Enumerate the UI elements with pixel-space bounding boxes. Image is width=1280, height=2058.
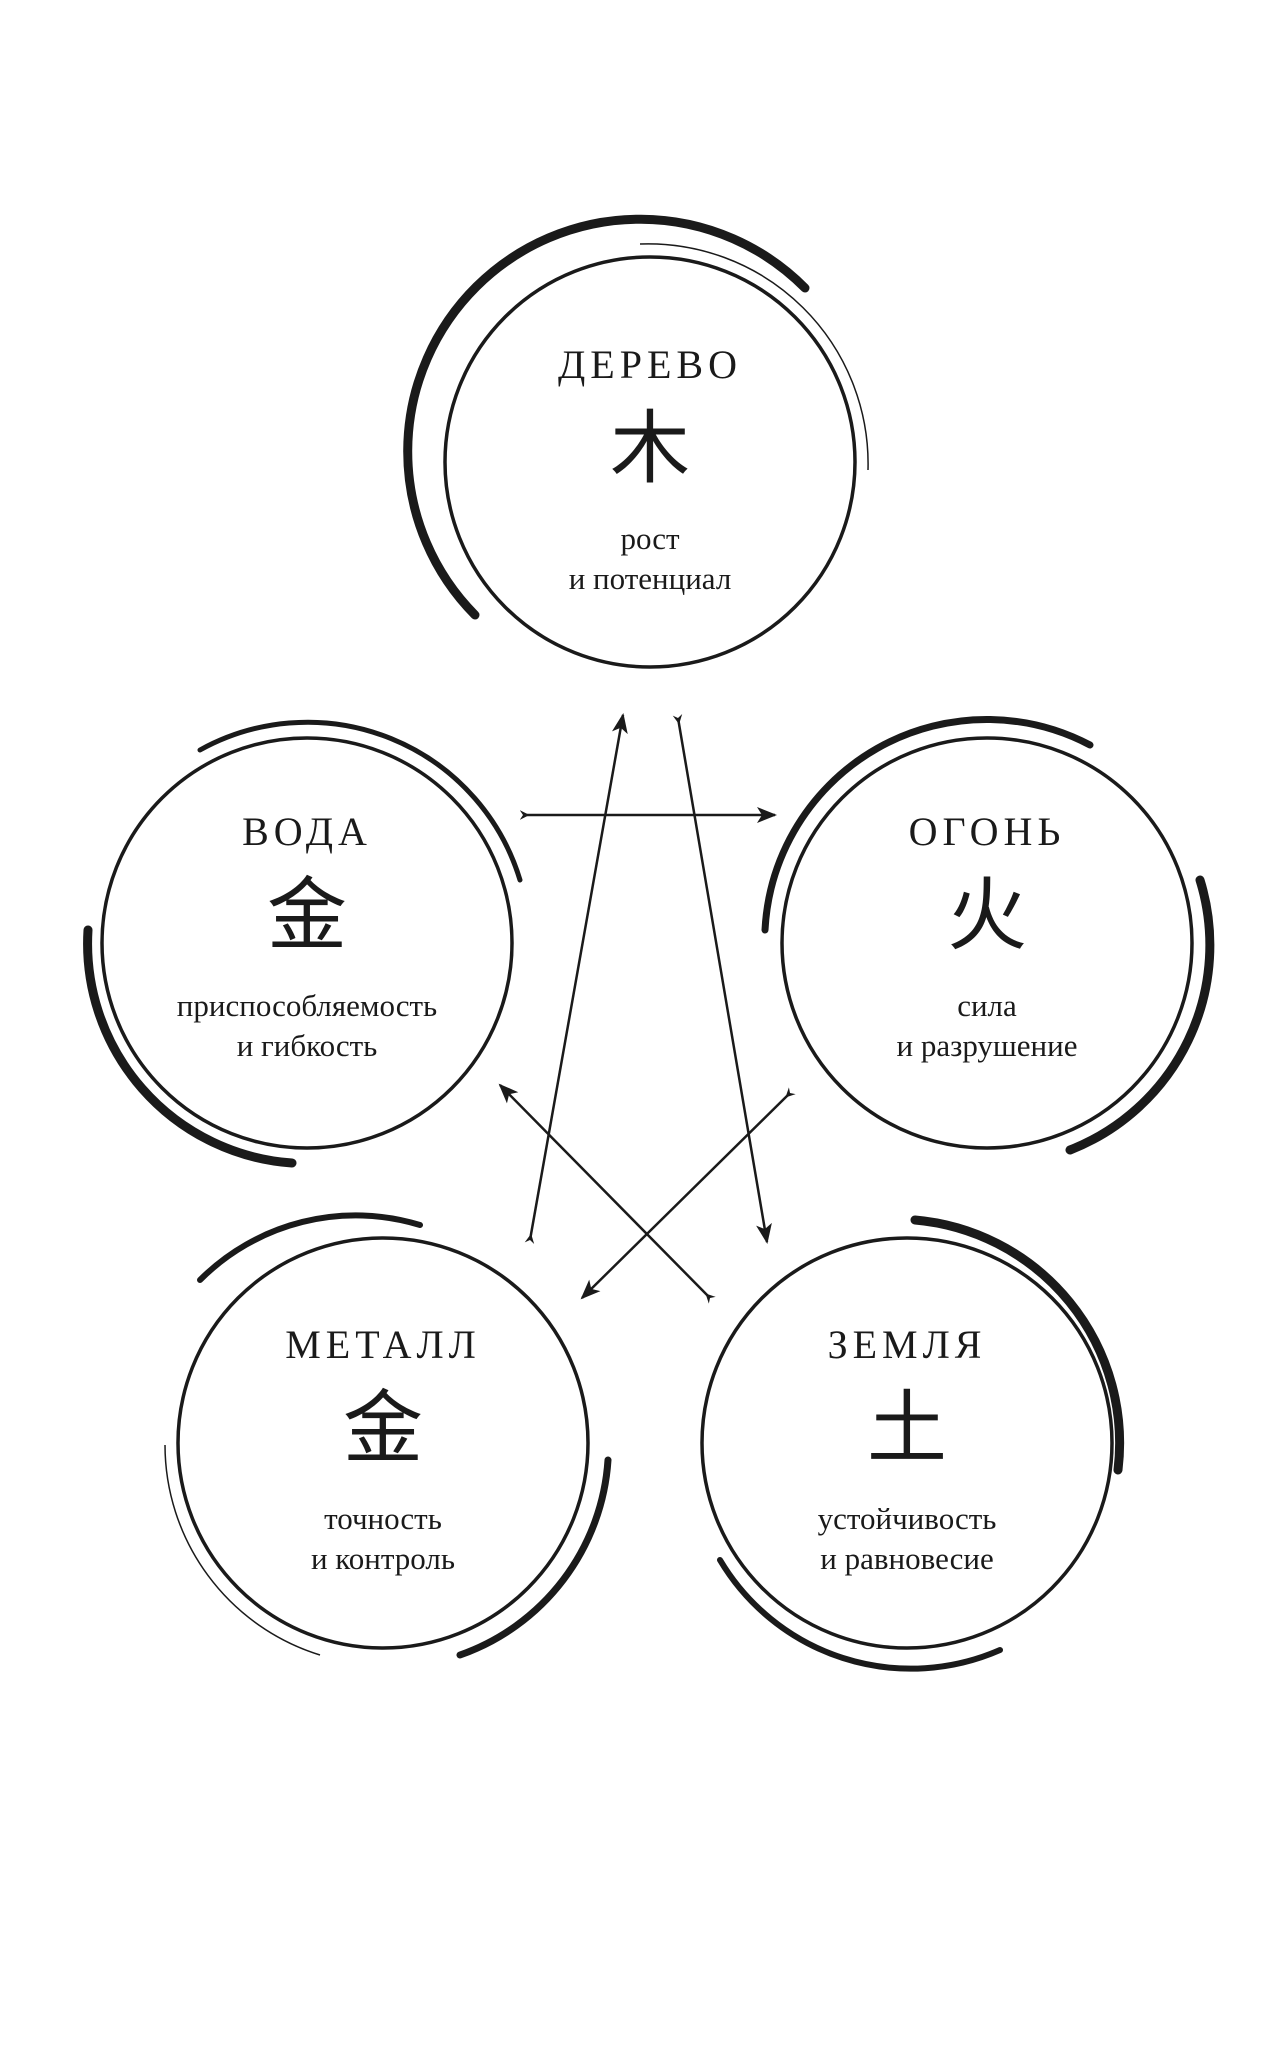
- water-name: ВОДА: [242, 809, 372, 854]
- earth-desc-line1: устойчивость: [817, 1501, 997, 1536]
- water-desc-line1: приспособляемость: [176, 988, 438, 1023]
- fire-desc-line2: и разрушение: [896, 1028, 1078, 1063]
- metal-description: точность и контроль: [183, 1499, 583, 1579]
- wood-desc-line2: и потенциал: [568, 561, 732, 596]
- fire-circle: [761, 716, 1215, 1155]
- metal-circle: [164, 1212, 612, 1659]
- arrow-fire-to-metal: [580, 1087, 796, 1300]
- metal-desc-line2: и контроль: [310, 1541, 456, 1576]
- water-glyph: 金: [267, 869, 347, 962]
- fire-element: ОГОНЬ 火 сила и разрушение: [787, 812, 1187, 1066]
- earth-circle: [700, 1215, 1125, 1672]
- wood-desc-line1: рост: [620, 521, 680, 556]
- fire-description: сила и разрушение: [787, 986, 1187, 1066]
- wood-name: ДЕРЕВО: [558, 342, 742, 387]
- earth-desc-line2: и равновесие: [820, 1541, 994, 1576]
- earth-element: ЗЕМЛЯ 土 устойчивость и равновесие: [707, 1325, 1107, 1579]
- fire-name: ОГОНЬ: [908, 809, 1066, 854]
- wood-description: рост и потенциал: [450, 519, 850, 599]
- fire-desc-line1: сила: [957, 988, 1017, 1023]
- wood-glyph: 木: [610, 402, 690, 495]
- arrow-earth-to-water: [498, 1083, 716, 1304]
- metal-name: МЕТАЛЛ: [285, 1322, 481, 1367]
- wood-circle: [403, 214, 869, 669]
- metal-glyph: 金: [343, 1382, 423, 1475]
- metal-desc-line1: точность: [324, 1501, 442, 1536]
- water-desc-line2: и гибкость: [236, 1028, 378, 1063]
- earth-glyph: 土: [867, 1382, 947, 1475]
- earth-name: ЗЕМЛЯ: [827, 1322, 987, 1367]
- arrow-wood-to-earth: [672, 714, 772, 1244]
- earth-description: устойчивость и равновесие: [707, 1499, 1107, 1579]
- metal-element: МЕТАЛЛ 金 точность и контроль: [183, 1325, 583, 1579]
- fire-glyph: 火: [947, 869, 1027, 962]
- wood-element: ДЕРЕВО 木 рост и потенциал: [450, 345, 850, 599]
- cycle-arrows: [498, 713, 796, 1304]
- water-element: ВОДА 金 приспособляемость и гибкость: [107, 812, 507, 1066]
- water-description: приспособляемость и гибкость: [107, 986, 507, 1066]
- water-circle: [83, 719, 523, 1168]
